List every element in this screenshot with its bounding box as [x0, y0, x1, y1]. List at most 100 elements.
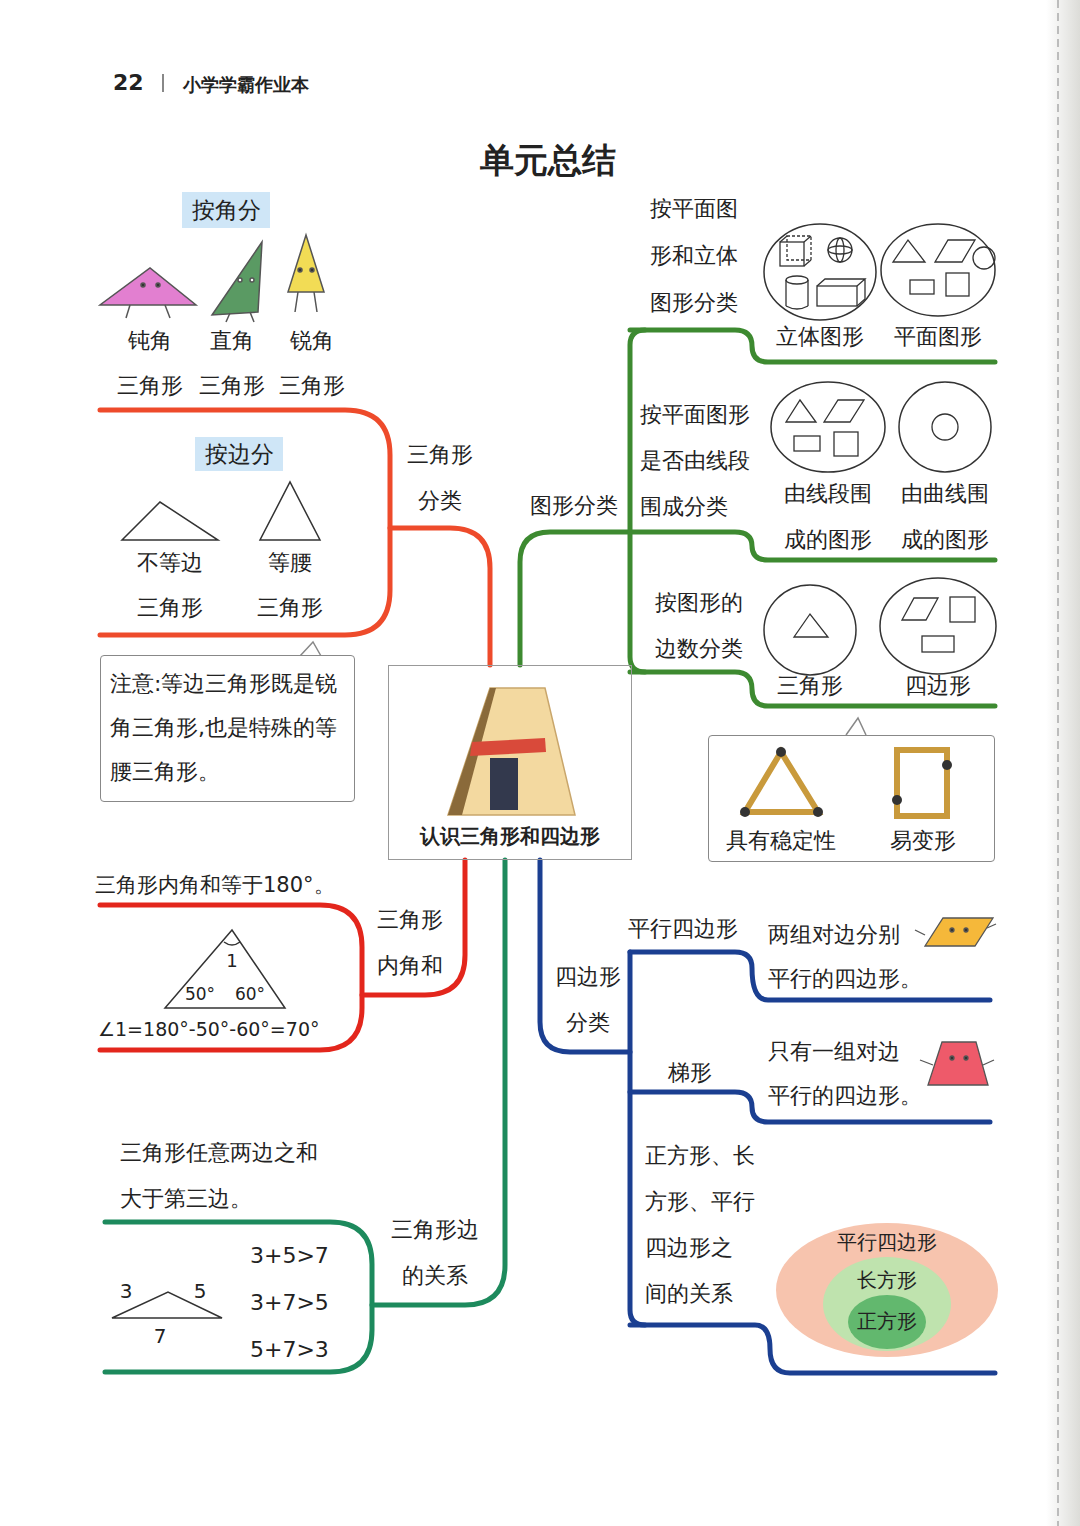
- red-branch: [390, 528, 490, 665]
- triangle-icon: [794, 614, 828, 637]
- category-tag: 按角分: [182, 192, 270, 228]
- stick-figures: [813, 807, 823, 817]
- angle-cartoons: [310, 268, 314, 272]
- quad-cartoons: [920, 1060, 933, 1065]
- stability-box-pointer: [846, 718, 866, 735]
- set-ellipse: 长方形正方形: [822, 1256, 952, 1352]
- solid-icons: [828, 246, 852, 254]
- curve-icons: [932, 414, 958, 440]
- inequality: 3+5>7: [250, 1243, 329, 1269]
- definition: 只有一组对边 平行的四边形。: [768, 1030, 928, 1118]
- side-length: 5: [194, 1279, 207, 1303]
- stick-figures: [745, 752, 818, 812]
- quad-cartoons: [964, 1056, 968, 1060]
- sub-branch-label: 按图形的 边数分类: [655, 580, 749, 672]
- plane-icons: [893, 240, 925, 262]
- ellipse-group: 四边形: [878, 576, 998, 700]
- side-triangles: [260, 482, 320, 540]
- angle-cartoons: [226, 313, 230, 322]
- ellipse-outline: [823, 1257, 951, 1351]
- angle-cartoons: [126, 305, 130, 318]
- ellipse-outline: [776, 1223, 998, 1357]
- center-box: 认识三角形和四边形: [388, 665, 632, 860]
- stability-box: 具有稳定性易变形: [708, 735, 995, 862]
- node-text: 易变形: [890, 828, 956, 854]
- sub-branch-label: 平行四边形: [628, 916, 738, 942]
- triangle-type: 锐角 三角形: [276, 318, 348, 408]
- triangle-type: 钝角 三角形: [114, 318, 186, 408]
- sub-branch-label: 梯形: [668, 1060, 712, 1086]
- ellipse-outline: [770, 380, 886, 550]
- angle-label: 60°: [235, 984, 265, 1004]
- ellipse-outline: [771, 382, 885, 472]
- angle-triangle: [224, 942, 240, 945]
- node-text: 四边形: [905, 674, 971, 698]
- branch-label: 四边形 分类: [552, 954, 624, 1046]
- sub-branch-label: 按平面图 形和立体 图形分类: [650, 185, 744, 326]
- angle-cartoons: [156, 283, 160, 287]
- quad-icons: [902, 597, 975, 652]
- side-branch: [105, 1222, 372, 1372]
- ellipse-group: 立体图形: [762, 222, 878, 354]
- quad-cartoons: [964, 928, 968, 932]
- branch-label: 三角形边 的关系: [388, 1207, 482, 1299]
- solid-icons: [786, 276, 808, 284]
- angle-cartoons: [100, 268, 196, 305]
- node-text: 三角形: [777, 674, 843, 698]
- solid-icons: [785, 280, 786, 306]
- page-edge: [1046, 0, 1080, 1526]
- segment-icons: [786, 400, 816, 422]
- solid-icons: [804, 260, 811, 266]
- angle-branch: [362, 860, 465, 995]
- triangle-icon: [794, 614, 828, 637]
- ellipse-outline: [880, 578, 996, 674]
- stick-figures: [740, 747, 952, 817]
- angle-triangle: [165, 930, 285, 1008]
- stick-figures: [776, 747, 786, 757]
- inequality: 5+7>3: [250, 1337, 329, 1363]
- red-branch: [100, 410, 390, 635]
- solid-icons: [787, 236, 811, 260]
- angle-cartoons: [250, 278, 254, 282]
- ellipse-group: 平面图形: [880, 222, 997, 354]
- solid-icons: [817, 279, 865, 306]
- stick-figures: [942, 760, 952, 770]
- side-triangles: [122, 502, 218, 540]
- side-branch: [372, 860, 505, 1305]
- definition: 两组对边分别 平行的四边形。: [768, 913, 928, 1001]
- plane-icons: [893, 240, 995, 296]
- side-triangles: [122, 482, 320, 540]
- formula: ∠1=180°-50°-60°=70°: [98, 1018, 319, 1041]
- side-length: 3: [120, 1279, 133, 1303]
- solid-icons: [836, 238, 844, 262]
- note-pointer: [300, 642, 321, 656]
- stick-figures: [897, 750, 947, 816]
- page-edge: [1057, 0, 1059, 1526]
- solid-icons: [828, 238, 852, 262]
- angle-label: 1: [226, 950, 237, 972]
- stick-figures: [740, 807, 750, 817]
- quad-branch: [630, 952, 645, 1325]
- solid-icons: [817, 286, 857, 306]
- quad-cartoons: [925, 918, 993, 946]
- branch-label: 三角形 分类: [404, 432, 476, 524]
- ellipse-outline: [881, 224, 995, 316]
- segment-icons: [834, 432, 858, 456]
- quad-cartoons: [915, 930, 925, 935]
- quad-cartoons: [928, 1042, 988, 1085]
- angle-cartoons: [314, 292, 317, 312]
- stability-box-pointer: [846, 718, 866, 735]
- shape-branch: [520, 330, 995, 706]
- ellipse-outline: [764, 585, 856, 675]
- inequality: 3+7>5: [250, 1290, 329, 1316]
- ellipse-outline: [764, 224, 876, 320]
- center-illustration: [448, 688, 575, 815]
- page-edge: [1046, 0, 1080, 1526]
- side-length: 7: [154, 1324, 167, 1348]
- plane-icons: [973, 247, 995, 269]
- sub-branch-label: 按平面图形 是否由线段 围成分类: [640, 392, 756, 530]
- plane-icons: [935, 240, 975, 262]
- shape-branch: [520, 532, 630, 665]
- set-ellipse: 平行四边形长方形正方形: [775, 1222, 999, 1358]
- angle-triangle: [165, 930, 285, 1008]
